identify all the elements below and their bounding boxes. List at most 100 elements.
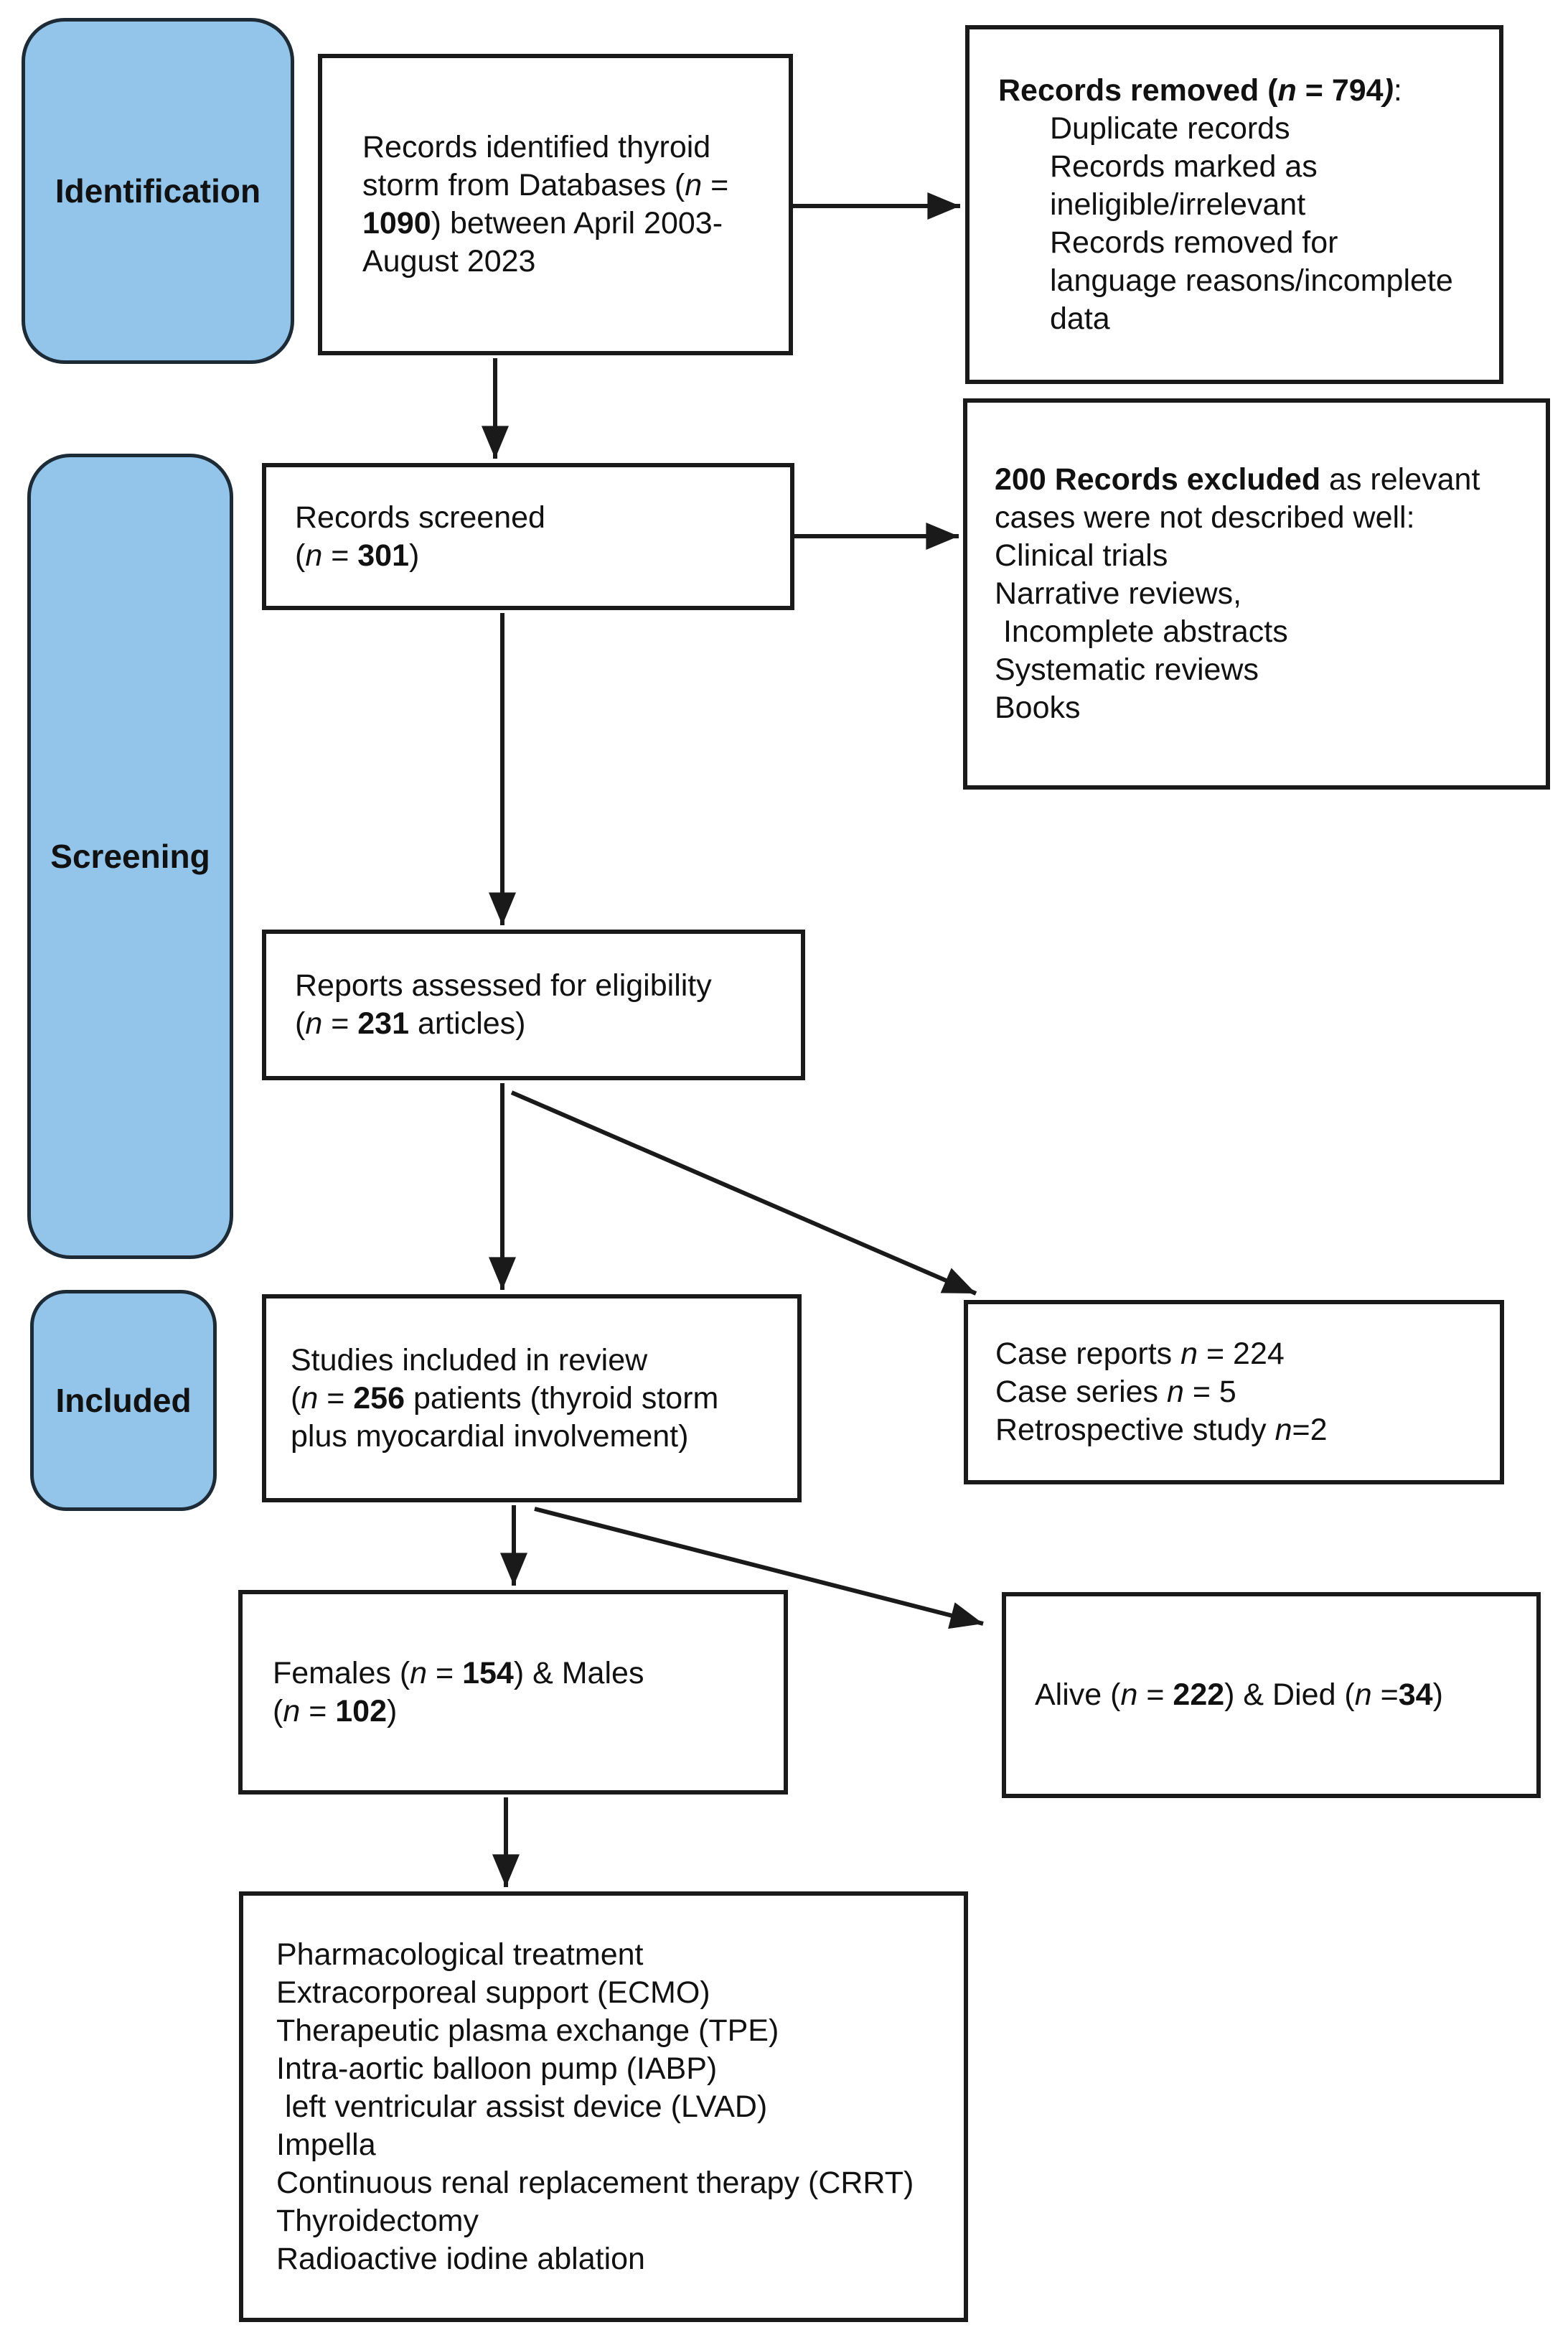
text-segment: Intra-aortic balloon pump (IABP) <box>276 2051 718 2086</box>
text-line: Case series n = 5 <box>995 1373 1500 1411</box>
text-line: Records removed (n = 794): <box>998 72 1499 110</box>
text-segment: Incomplete abstracts <box>995 614 1288 649</box>
text-segment: language reasons/incomplete <box>1050 263 1453 298</box>
text-segment: ineligible/irrelevant <box>1050 187 1306 222</box>
text-segment: n <box>1166 1375 1184 1409</box>
text-segment: Records identified thyroid <box>362 130 711 164</box>
text-line: Pharmacological treatment <box>276 1936 964 1974</box>
text-segment: left ventricular assist device (LVAD) <box>276 2089 768 2124</box>
text-segment: Thyroidectomy <box>276 2203 479 2238</box>
text-line: 1090) between April 2003- <box>362 205 789 243</box>
text-segment: ( <box>295 538 306 573</box>
text-segment: = <box>318 1380 354 1415</box>
text-line: Records identified thyroid <box>362 128 789 167</box>
text-segment: Retrospective study <box>995 1413 1275 1447</box>
text-segment: ) <box>409 538 420 573</box>
text-segment: Records removed ( <box>998 72 1278 108</box>
stage-screening-label: Screening <box>50 838 210 875</box>
text-segment: = 794 <box>1296 72 1384 108</box>
box-reports-assessed: Reports assessed for eligibility(n = 231… <box>262 930 805 1080</box>
stage-screening: Screening <box>27 454 233 1259</box>
text-line: Therapeutic plasma exchange (TPE) <box>276 2012 964 2050</box>
arrow-assessed-to-case-reports <box>510 1090 977 1296</box>
text-segment: August 2023 <box>362 244 536 279</box>
text-line: 200 Records excluded as relevant <box>995 461 1546 499</box>
text-line: Thyroidectomy <box>276 2202 964 2240</box>
text-segment: n <box>1277 72 1297 108</box>
text-line: (n = 102) <box>273 1693 784 1731</box>
stage-included: Included <box>30 1290 217 1511</box>
text-segment: 301 <box>357 538 410 573</box>
text-segment: ( <box>295 1006 306 1041</box>
box-alive-died: Alive (n = 222) & Died (n =34) <box>1002 1592 1541 1798</box>
box-studies-included: Studies included in review(n = 256 patie… <box>262 1294 802 1502</box>
text-segment: storm from Databases ( <box>362 168 685 202</box>
text-segment: Books <box>995 691 1081 725</box>
text-line: data <box>998 300 1499 338</box>
text-segment: n <box>301 1380 319 1415</box>
text-segment: n <box>305 538 323 573</box>
text-segment: plus myocardial involvement) <box>291 1418 689 1454</box>
text-line: Records marked as <box>998 148 1499 186</box>
text-segment: Systematic reviews <box>995 652 1259 687</box>
box-females-males: Females (n = 154) & Males(n = 102) <box>238 1590 788 1794</box>
text-segment: Radioactive iodine ablation <box>276 2241 645 2276</box>
text-segment: = <box>1371 1677 1399 1712</box>
text-line: storm from Databases (n = <box>362 167 789 205</box>
text-segment: data <box>1050 301 1110 336</box>
text-segment: = <box>427 1655 463 1690</box>
text-segment: ) & Males <box>513 1655 644 1690</box>
text-segment: = <box>1137 1677 1173 1712</box>
text-segment: 256 <box>353 1380 405 1415</box>
text-segment: 1090 <box>362 206 431 240</box>
text-segment: : <box>1393 72 1402 108</box>
text-line: (n = 256 patients (thyroid storm <box>291 1380 797 1418</box>
text-line: Narrative reviews, <box>995 575 1546 613</box>
text-segment: = <box>702 168 729 202</box>
text-segment: n <box>685 168 703 202</box>
text-segment: cases were not described well: <box>995 500 1415 535</box>
text-segment: n <box>1120 1677 1138 1712</box>
text-segment: = <box>322 538 358 573</box>
text-segment: articles) <box>409 1006 526 1041</box>
stage-included-label: Included <box>55 1382 192 1419</box>
text-segment: Females ( <box>273 1655 410 1690</box>
text-segment: n <box>410 1655 428 1690</box>
text-line: Extracorporeal support (ECMO) <box>276 1974 964 2012</box>
box-records-screened: Records screened(n = 301) <box>262 463 794 610</box>
text-segment: Alive ( <box>1035 1677 1121 1712</box>
text-segment: n <box>283 1693 301 1728</box>
text-segment: Records removed for <box>1050 225 1338 260</box>
text-segment: n <box>305 1006 323 1041</box>
text-segment: Narrative reviews, <box>995 576 1242 611</box>
text-line: Duplicate records <box>998 110 1499 148</box>
text-line: Continuous renal replacement therapy (CR… <box>276 2164 964 2202</box>
text-segment: 154 <box>462 1655 514 1690</box>
text-line: ineligible/irrelevant <box>998 186 1499 224</box>
text-line: Case reports n = 224 <box>995 1335 1500 1373</box>
text-segment: Reports assessed for eligibility <box>295 968 712 1003</box>
text-segment: = <box>300 1693 336 1728</box>
text-segment: ( <box>273 1693 283 1728</box>
text-line: Retrospective study n=2 <box>995 1411 1500 1449</box>
text-line: Records removed for <box>998 224 1499 262</box>
text-line: August 2023 <box>362 243 789 281</box>
text-line: Systematic reviews <box>995 651 1546 689</box>
text-segment: ) & Died ( <box>1224 1677 1355 1712</box>
text-segment: 200 Records excluded <box>995 462 1321 497</box>
text-segment: ) <box>1432 1677 1443 1712</box>
text-segment: Studies included in review <box>291 1342 648 1377</box>
text-segment: Records marked as <box>1050 149 1318 184</box>
arrow-included-to-alive <box>534 1507 984 1629</box>
box-records-removed: Records removed (n = 794):Duplicate reco… <box>965 25 1503 384</box>
text-line: left ventricular assist device (LVAD) <box>276 2088 964 2126</box>
text-line: language reasons/incomplete <box>998 262 1499 300</box>
text-segment: ) <box>1383 72 1394 108</box>
text-line: plus myocardial involvement) <box>291 1418 797 1456</box>
text-line: Incomplete abstracts <box>995 613 1546 651</box>
text-line: Studies included in review <box>291 1342 797 1380</box>
text-segment: = <box>322 1006 358 1041</box>
